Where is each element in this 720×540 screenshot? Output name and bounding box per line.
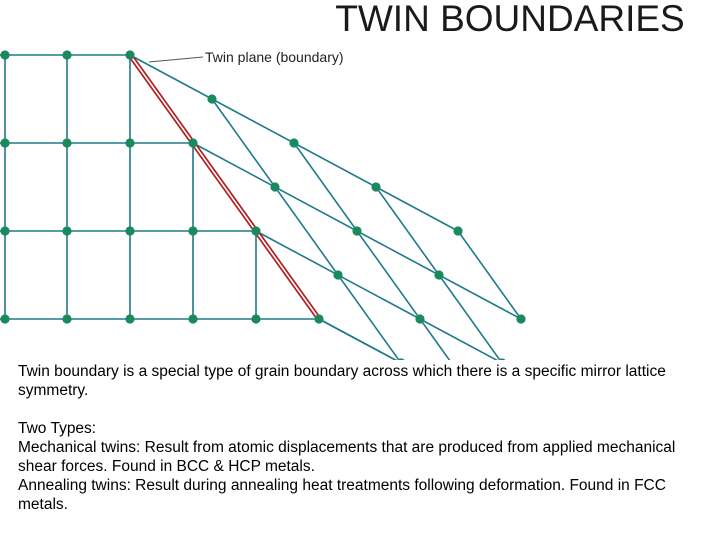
lattice-atom — [125, 314, 135, 324]
lattice-atom — [188, 314, 198, 324]
label-leader-line — [148, 56, 204, 63]
lattice-atom — [0, 50, 10, 60]
lattice-atom — [125, 50, 135, 60]
twin-column-bond — [211, 98, 400, 360]
lattice-atom — [188, 226, 198, 236]
lattice-atom — [314, 314, 324, 324]
twin-column-bond — [293, 142, 451, 360]
lattice-atom — [453, 226, 463, 236]
lattice-atom — [516, 314, 526, 324]
twin-row-bond — [255, 230, 499, 360]
lattice-atom — [371, 182, 381, 192]
lattice-atom — [0, 138, 10, 148]
lattice-atom — [251, 314, 261, 324]
lattice-atom — [270, 182, 280, 192]
lattice-atom — [415, 314, 425, 324]
lattice-atom — [62, 138, 72, 148]
twin-boundary-diagram: Twin plane (boundary) — [0, 49, 526, 360]
lattice-atom — [207, 94, 217, 104]
lattice-atoms — [0, 50, 526, 360]
lattice-atom — [333, 270, 343, 280]
twin-column-bond — [457, 230, 522, 320]
lattice-atom — [62, 226, 72, 236]
lattice-atom — [251, 226, 261, 236]
lattice-atom — [352, 226, 362, 236]
twin-plane-line — [129, 54, 320, 320]
lattice-atom — [62, 314, 72, 324]
slide-title: TWIN BOUNDARIES — [335, 0, 685, 39]
lattice-atom — [498, 358, 506, 360]
twin-plane-label: Twin plane (boundary) — [205, 49, 344, 65]
lattice-atom — [289, 138, 299, 148]
lattice-atom — [62, 50, 72, 60]
body-text: Twin boundary is a special type of grain… — [18, 362, 708, 514]
lattice-lines — [0, 54, 522, 360]
twin-row-bond — [318, 318, 398, 360]
lattice-atom — [125, 226, 135, 236]
annealing-twins-text: Annealing twins: Result during annealing… — [18, 477, 666, 513]
twin-plane-boundary — [127, 53, 322, 321]
lattice-atom — [125, 138, 135, 148]
types-heading: Two Types: — [18, 420, 97, 437]
mechanical-twins-text: Mechanical twins: Result from atomic dis… — [18, 439, 676, 475]
lattice-atom — [0, 314, 10, 324]
definition-paragraph: Twin boundary is a special type of grain… — [18, 363, 666, 399]
lattice-atom — [397, 358, 405, 360]
lattice-atom — [0, 226, 10, 236]
lattice-atom — [188, 138, 198, 148]
lattice-atom — [434, 270, 444, 280]
